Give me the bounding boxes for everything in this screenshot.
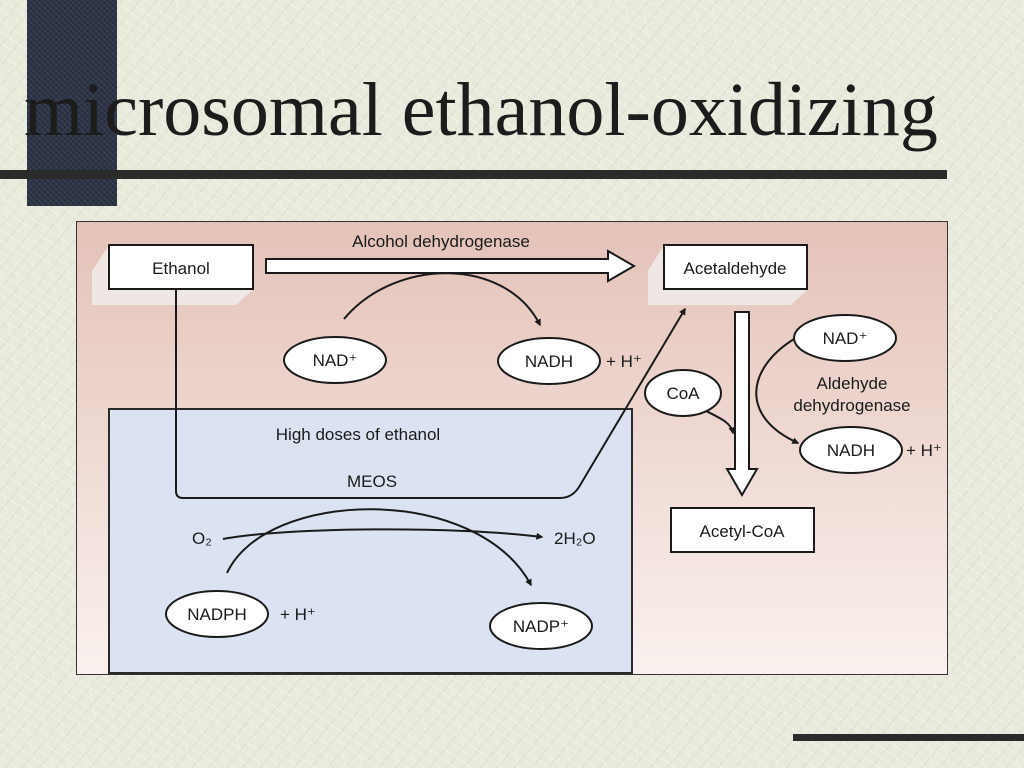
acetyl-coa-box [670,507,815,553]
nadp-ellipse [489,602,593,650]
plus-h-right-label: + H⁺ [906,441,942,460]
acetyl-coa-label: Acetyl-CoA [699,522,785,541]
ethanol-label: Ethanol [152,259,210,278]
o2-to-h2o-curve [222,528,544,540]
pathway-diagram: Ethanol Acetaldehyde Acetyl-CoA Alcohol … [76,221,948,675]
nadp-label: NADP⁺ [513,617,569,636]
coa-arrow [705,410,736,435]
coa-ellipse [644,369,722,417]
nadh-left-label: NADH [525,352,573,371]
aldehyde-dehydrogenase-label-line2: dehydrogenase [793,396,910,415]
nadh-right-ellipse [799,426,903,474]
aldehyde-dehydrogenase-arrow [725,311,759,498]
bottom-rule [793,734,1024,741]
ethanol-box [108,244,254,290]
coa-label: CoA [666,384,700,403]
nad-left-ellipse [283,336,387,384]
nad-to-nadh-right-curve [755,338,800,444]
nad-right-ellipse [793,314,897,362]
nad-to-nadh-curve [343,272,541,327]
nad-right-label: NAD⁺ [823,329,868,348]
plus-h-nadph-label: + H⁺ [280,605,316,624]
nadph-label: NADPH [187,605,247,624]
high-doses-label: High doses of ethanol [276,425,440,444]
title-rule [0,170,947,179]
nadph-to-nadp-curve [226,508,532,587]
slide-title: microsomal ethanol-oxidizing [24,68,938,152]
nadph-ellipse [165,590,269,638]
h2o-label: 2H₂O [554,529,596,548]
acetaldehyde-label: Acetaldehyde [683,259,786,278]
acetaldehyde-box [663,244,808,290]
meos-label: MEOS [347,472,397,491]
nadh-left-ellipse [497,337,601,385]
nadh-right-label: NADH [827,441,875,460]
meos-pathway-line [175,289,686,499]
alcohol-dehydrogenase-arrow [265,249,637,283]
plus-h-left-label: + H⁺ [606,352,642,371]
nad-left-label: NAD⁺ [313,351,358,370]
aldehyde-dehydrogenase-label-line1: Aldehyde [817,374,888,393]
alcohol-dehydrogenase-label: Alcohol dehydrogenase [352,232,530,251]
o2-label: O₂ [192,529,212,548]
